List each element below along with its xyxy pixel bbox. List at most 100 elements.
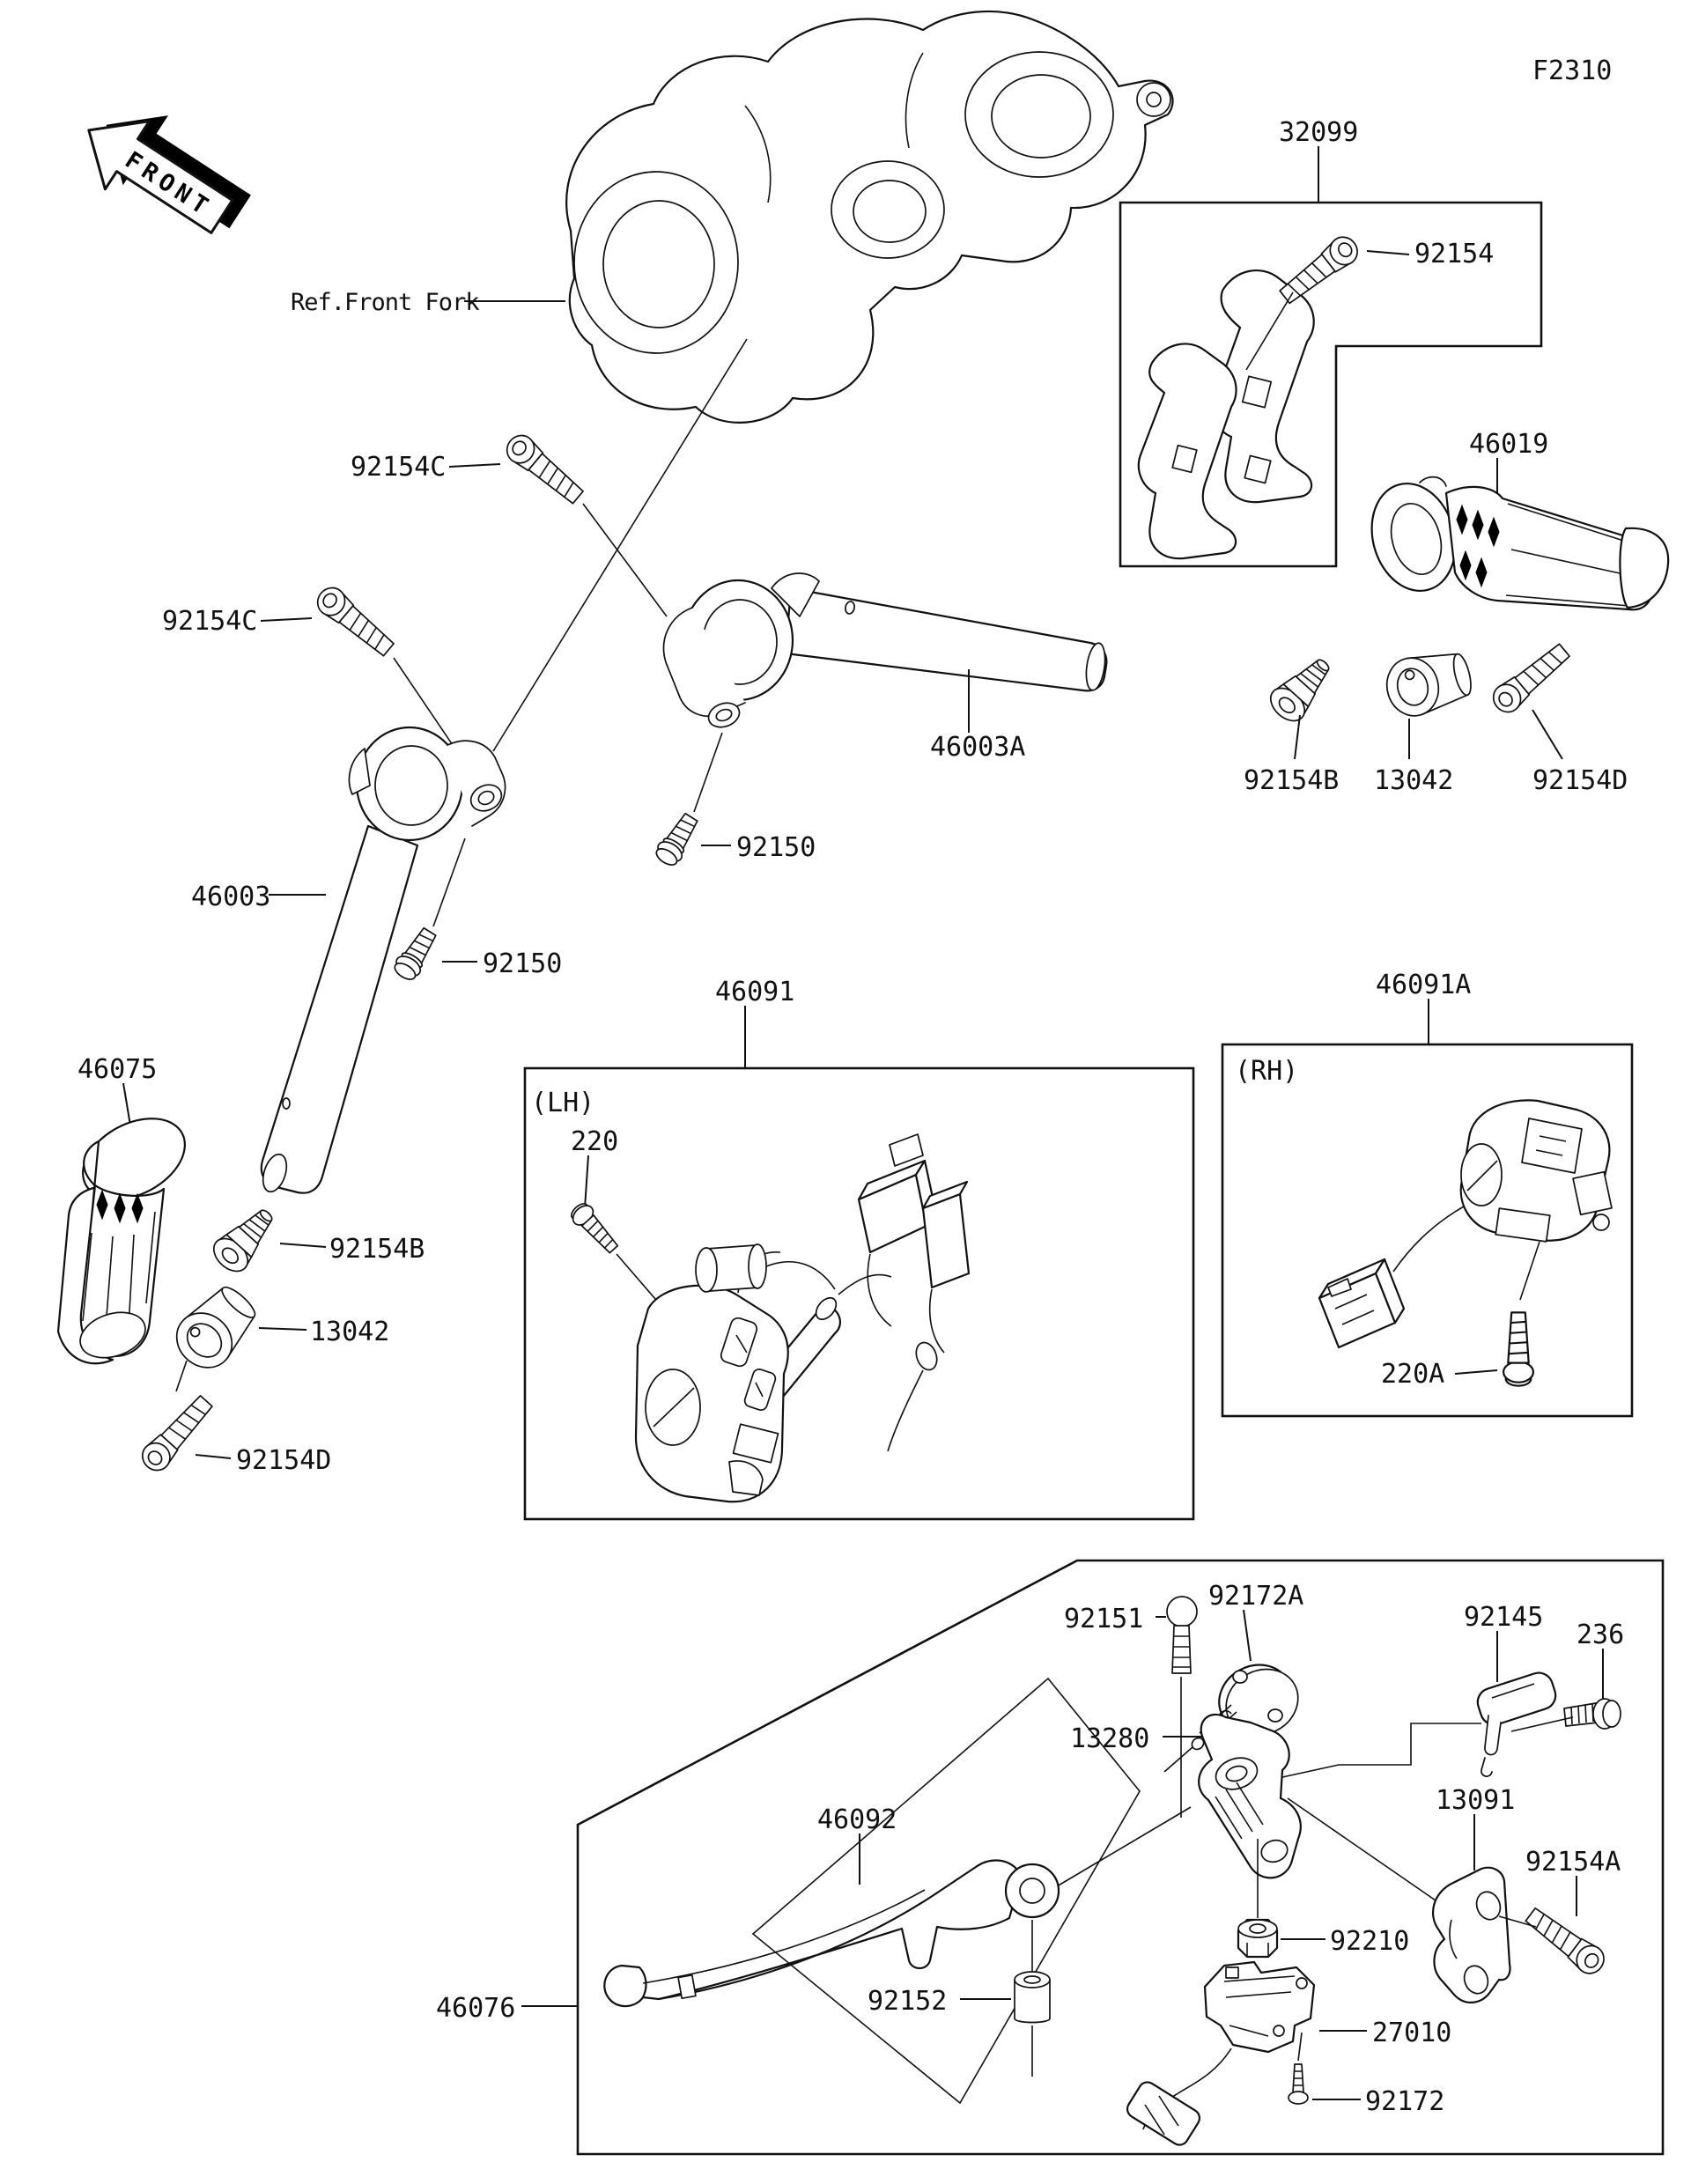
leader-92154: [1366, 250, 1410, 255]
part-label-46091: 46091: [715, 977, 794, 1007]
part-label-92150-upper: 92150: [736, 832, 816, 863]
leader-92154b-left: [279, 1243, 327, 1248]
part-label-46003a: 46003A: [930, 732, 1025, 763]
adjuster-92172a-drawing: [1191, 1664, 1299, 1751]
bolt-92154-drawing: [1275, 231, 1364, 309]
axis-92172a: [1163, 1746, 1193, 1773]
axis-lever-pivot: [1056, 1806, 1192, 1887]
screw-236-drawing: [1563, 1698, 1621, 1730]
plug-92154b-right-drawing: [1263, 648, 1341, 728]
leader-92154c-upper: [448, 463, 501, 468]
weight-13042-right-drawing: [1380, 644, 1477, 722]
bolt-92154a-drawing: [1521, 1902, 1611, 1980]
bolt-92154d-right-drawing: [1487, 638, 1575, 719]
lever-holder-13280-drawing: [1198, 1713, 1302, 1879]
part-label-92154a: 92154A: [1525, 1847, 1621, 1878]
screw-92172-drawing: [1288, 2063, 1309, 2105]
side-label-rh: (RH): [1235, 1056, 1298, 1087]
left-grip-drawing: [56, 1118, 186, 1365]
bolt-92154d-left-drawing: [136, 1391, 218, 1477]
part-label-92151: 92151: [1064, 1604, 1143, 1634]
part-label-92150-lower: 92150: [483, 948, 562, 979]
leader-zigzag-92145: [1225, 1723, 1481, 1790]
front-arrow-face: [87, 120, 234, 234]
axis-13042-left: [175, 1360, 188, 1392]
part-label-27010: 27010: [1372, 2018, 1451, 2048]
screw-220-drawing: [566, 1199, 624, 1258]
part-label-46091a: 46091A: [1376, 970, 1471, 1000]
part-label-92152: 92152: [868, 1986, 947, 2017]
axis-92154a: [1498, 1915, 1537, 1928]
part-label-92154b-left: 92154B: [329, 1234, 425, 1265]
part-label-92154b-right: 92154B: [1244, 765, 1339, 796]
bushing-92152-drawing: [1014, 1971, 1051, 2024]
axis-13280-13091: [1287, 1797, 1436, 1901]
brake-lever-drawing: [603, 1859, 1060, 2008]
axis-92154c-lower: [393, 657, 459, 754]
leader-92154d-right: [1532, 709, 1563, 760]
clamp-13091-drawing: [1431, 1866, 1511, 2003]
part-label-46092: 46092: [817, 1804, 897, 1835]
plug-92154b-left-drawing: [206, 1199, 284, 1279]
part-label-13091: 13091: [1436, 1785, 1515, 1816]
detail-box-32099: [1119, 201, 1543, 568]
lever-plane-outline: [751, 1677, 1141, 2105]
part-label-220: 220: [571, 1126, 618, 1157]
part-label-ref-front-fork: Ref.Front Fork: [291, 289, 479, 316]
part-label-92172a: 92172A: [1208, 1581, 1303, 1612]
clipon-left-drawing: [260, 726, 506, 1194]
bolt-92154c-upper-drawing: [500, 429, 588, 509]
switch-assembly-lh-drawing: [634, 1133, 971, 1503]
switch-assembly-rh-drawing: [1318, 1099, 1613, 1387]
axis-92154: [1245, 291, 1294, 371]
weight-13042-left-drawing: [165, 1277, 266, 1380]
part-label-92154c-upper: 92154C: [351, 452, 446, 483]
front-fork-triple-clamp-drawing: [565, 10, 1174, 424]
leader-220: [584, 1155, 589, 1209]
part-label-46019: 46019: [1469, 429, 1548, 460]
part-label-220a: 220A: [1381, 1359, 1444, 1390]
leader-92154c-lower: [260, 617, 313, 622]
axis-92150-lower: [432, 837, 466, 927]
part-label-13042-right: 13042: [1374, 765, 1453, 796]
side-label-lh: (LH): [531, 1088, 594, 1118]
screw-92150-lower-drawing: [389, 924, 442, 985]
handle-holder-brackets-drawing: [1137, 269, 1315, 560]
part-label-92145: 92145: [1464, 1602, 1543, 1633]
part-label-46076: 46076: [436, 1993, 515, 2024]
leader-92172a: [1243, 1609, 1252, 1662]
axis-line-clipon-left: [492, 338, 748, 752]
lower-assembly-box: [576, 1559, 1665, 2156]
clipon-right-drawing: [662, 572, 1108, 728]
axis-92172: [1297, 2032, 1303, 2062]
detail-box-46091-lh: [523, 1066, 1195, 1521]
bolt-92151-drawing: [1166, 1596, 1198, 1674]
latch-92145-drawing: [1476, 1671, 1557, 1777]
part-label-13042-left: 13042: [310, 1317, 389, 1347]
leader-220a: [1454, 1369, 1498, 1375]
leader-13042-left: [258, 1327, 307, 1331]
front-arrow: FRONT: [87, 115, 251, 234]
axis-92154c-upper: [582, 503, 668, 617]
part-label-32099: 32099: [1279, 117, 1358, 148]
part-label-236: 236: [1577, 1620, 1624, 1650]
part-label-92154: 92154: [1414, 239, 1494, 269]
leader-92154d-left: [195, 1454, 232, 1459]
leader-92154b-right: [1294, 714, 1301, 760]
part-label-13280: 13280: [1070, 1723, 1149, 1754]
part-label-92154d-left: 92154D: [236, 1445, 331, 1476]
throttle-grip-drawing: [1370, 476, 1670, 611]
screw-92150-upper-drawing: [651, 809, 704, 870]
axis-92150-upper: [693, 732, 723, 813]
brake-switch-27010-drawing: [1126, 1960, 1316, 2146]
leader-clip-to-screw: [1510, 1716, 1574, 1732]
figure-code: F2310: [1532, 55, 1612, 86]
part-label-92172: 92172: [1365, 2086, 1444, 2117]
part-label-92154c-lower: 92154C: [162, 606, 257, 637]
nut-92210-drawing: [1237, 1918, 1279, 1959]
part-label-92154d-right: 92154D: [1532, 765, 1628, 796]
bolt-92154c-lower-drawing: [311, 581, 399, 661]
part-label-92210: 92210: [1330, 1926, 1409, 1957]
